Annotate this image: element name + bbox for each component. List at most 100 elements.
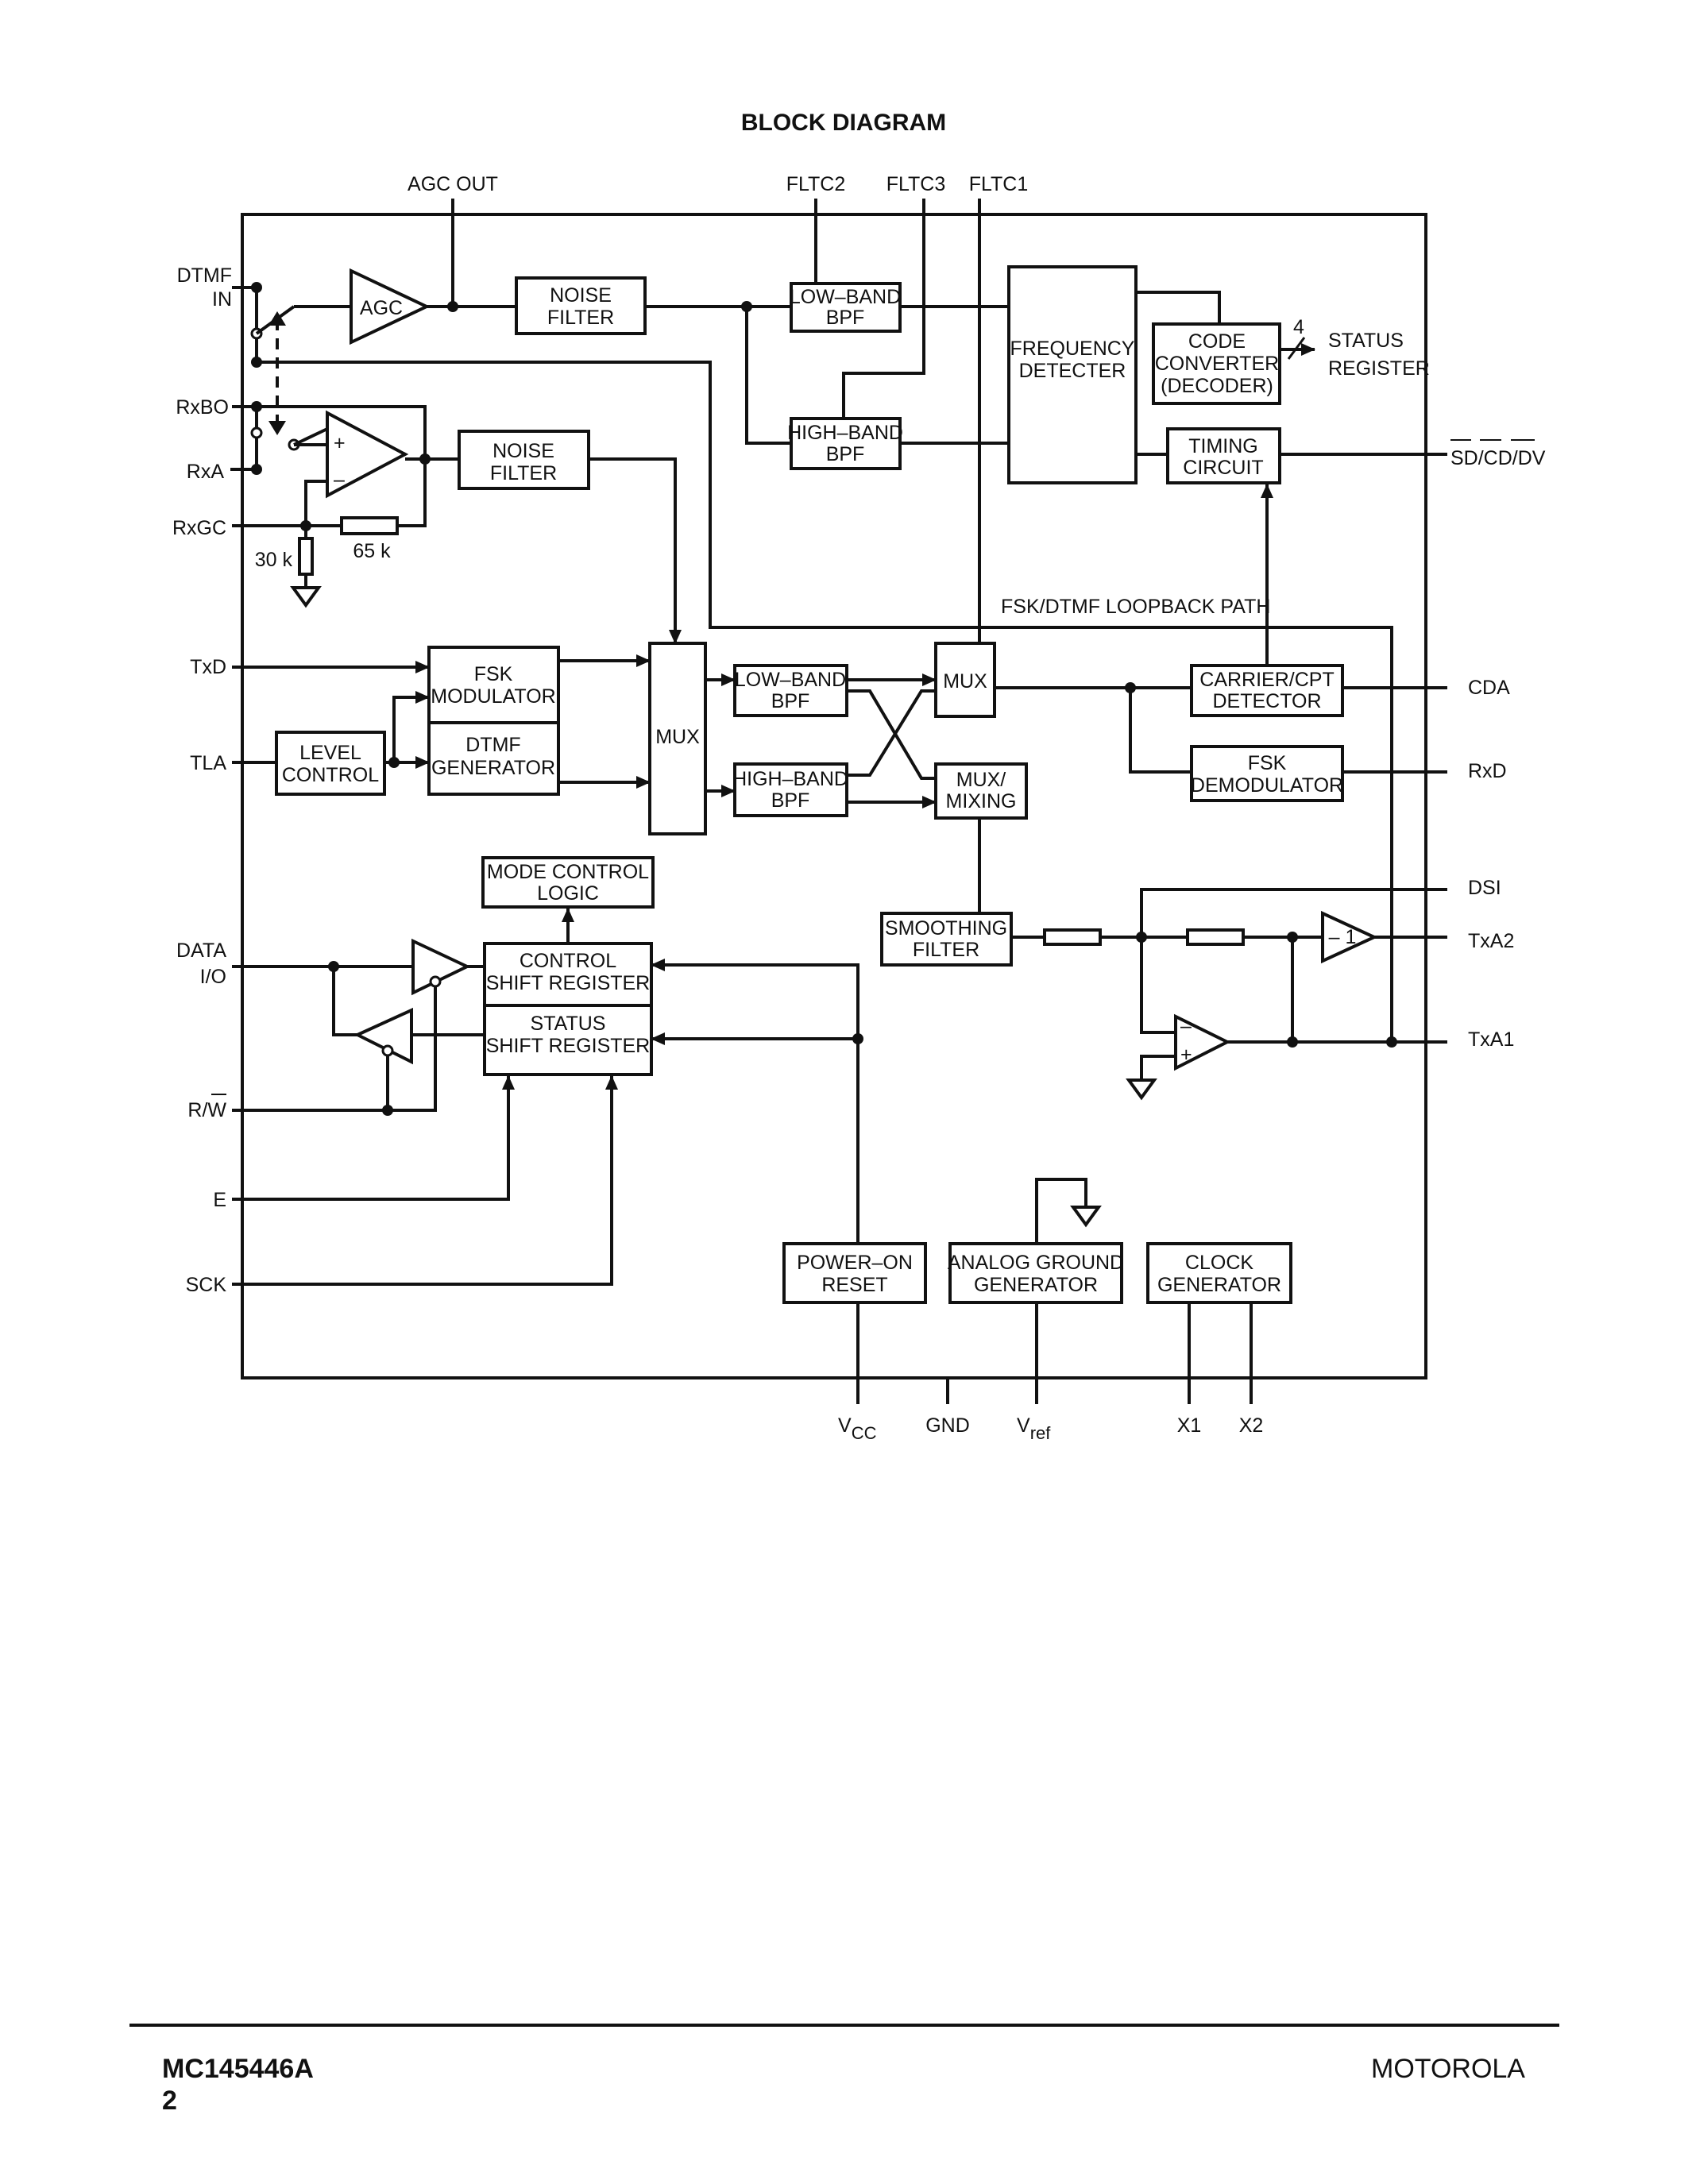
svg-text:CARRIER/CPT: CARRIER/CPT	[1199, 669, 1334, 691]
amp-agc	[350, 268, 431, 345]
block-status-shift-register: STATUS SHIFT REGISTER	[483, 1004, 653, 1076]
svg-text:BPF: BPF	[771, 690, 810, 712]
svg-text:POWER–ON: POWER–ON	[797, 1252, 913, 1274]
page-title: BLOCK DIAGRAM	[741, 110, 946, 136]
block-clock-generator: CLOCK GENERATOR	[1146, 1242, 1292, 1304]
svg-text:CLOCK: CLOCK	[1185, 1252, 1253, 1274]
block-high-band-bpf-tx: HIGH–BAND BPF	[732, 762, 848, 817]
footer-page-number: 2	[162, 2086, 177, 2116]
svg-text:GENERATOR: GENERATOR	[974, 1274, 1098, 1296]
pin-dsi: DSI	[1468, 877, 1501, 899]
res-65k-label: 65 k	[353, 540, 391, 562]
block-frequency-detecter: FREQUENCY DETECTER	[1007, 265, 1138, 484]
pin-fltc3: FLTC3	[886, 173, 946, 195]
opamp-tx-minus: –	[1180, 1015, 1192, 1037]
ground-symbol-3	[1070, 1206, 1102, 1228]
svg-text:MUX/: MUX/	[956, 769, 1006, 791]
svg-text:DETECTER: DETECTER	[1019, 360, 1126, 382]
pin-dtmf-in-line1: DTMF	[177, 264, 232, 287]
svg-text:STATUS: STATUS	[531, 1013, 606, 1035]
svg-text:FREQUENCY: FREQUENCY	[1010, 338, 1135, 360]
wire-por-to-ctrl	[651, 959, 859, 1244]
svg-text:MIXING: MIXING	[946, 790, 1017, 812]
svg-text:GENERATOR: GENERATOR	[431, 757, 555, 779]
svg-text:MUX: MUX	[943, 670, 987, 693]
svg-text:FSK: FSK	[1248, 752, 1287, 774]
amp-inverter	[1321, 910, 1378, 964]
block-power-on-reset: POWER–ON RESET	[782, 1242, 927, 1304]
pin-status-register-line1: STATUS	[1328, 330, 1404, 352]
wire-level-to-fsk	[392, 691, 430, 762]
svg-text:BPF: BPF	[826, 443, 865, 465]
pin-agc-out: AGC OUT	[408, 173, 498, 195]
svg-text:BPF: BPF	[771, 789, 810, 812]
footer-rule	[129, 2024, 1559, 2027]
svg-text:SHIFT REGISTER: SHIFT REGISTER	[486, 1035, 651, 1057]
pin-sck: SCK	[186, 1274, 227, 1296]
pin-gnd: GND	[925, 1414, 970, 1437]
wire-inv-in	[304, 480, 327, 538]
svg-text:MODULATOR: MODULATOR	[431, 685, 555, 708]
svg-text:DTMF: DTMF	[465, 734, 520, 756]
block-fsk-demodulator: FSK DEMODULATOR	[1190, 745, 1344, 802]
block-level-control: LEVEL CONTROL	[275, 731, 386, 796]
resistor-30k	[298, 537, 314, 576]
wire-ag-top	[1035, 1178, 1087, 1244]
block-low-band-bpf-rx: LOW–BAND BPF	[790, 282, 902, 333]
svg-text:DETECTOR: DETECTOR	[1212, 690, 1321, 712]
pin-txa2: TxA2	[1468, 930, 1514, 952]
opamp-tx	[1174, 1013, 1231, 1071]
svg-text:CIRCUIT: CIRCUIT	[1183, 457, 1263, 479]
agc-label: AGC	[360, 297, 403, 319]
wire-fltc3	[842, 199, 925, 419]
resistor-out-1	[1043, 928, 1102, 946]
footer-part-number: MC145446A	[162, 2054, 314, 2084]
svg-text:SMOOTHING: SMOOTHING	[885, 917, 1007, 940]
block-mux-rx: MUX	[934, 642, 996, 718]
block-low-band-bpf-tx: LOW–BAND BPF	[733, 664, 848, 717]
bus-width-label: 4	[1293, 316, 1304, 338]
svg-text:SHIFT REGISTER: SHIFT REGISTER	[486, 972, 651, 994]
svg-text:FILTER: FILTER	[490, 462, 557, 484]
block-noise-filter-2: NOISE FILTER	[458, 430, 590, 490]
wire-buffer-out	[332, 967, 357, 1036]
pin-data-io-line2: I/O	[200, 966, 226, 988]
pin-rxd: RxD	[1468, 760, 1507, 782]
wire-mux-to-fskdemod	[1129, 688, 1192, 774]
wire-sck	[232, 1075, 618, 1286]
footer-part-info: MC145446A 2	[162, 2053, 314, 2116]
resistor-out-2	[1186, 928, 1245, 946]
block-mux-tx: MUX	[648, 642, 707, 835]
wire-rxbo	[232, 405, 427, 459]
wire-lowbpf-to-mixing	[847, 689, 936, 780]
opamp-rx-plus: +	[334, 432, 346, 454]
block-high-band-bpf-rx: HIGH–BAND BPF	[787, 417, 903, 470]
pin-rw: R/W	[187, 1099, 226, 1121]
svg-text:LOGIC: LOGIC	[537, 882, 599, 905]
pin-rxgc: RxGC	[172, 517, 226, 539]
block-fsk-modulator: FSK MODULATOR	[427, 646, 560, 724]
opamp-rx	[326, 410, 409, 499]
pin-data-io-line1: DATA	[176, 940, 226, 962]
svg-text:LOW–BAND: LOW–BAND	[735, 669, 846, 691]
pin-sd-cd-dv: SD/CD/DV	[1450, 447, 1546, 469]
svg-text:HIGH–BAND: HIGH–BAND	[732, 768, 848, 790]
svg-text:HIGH–BAND: HIGH–BAND	[787, 422, 903, 444]
block-timing-circuit: TIMING CIRCUIT	[1166, 427, 1281, 484]
block-dtmf-generator: DTMF GENERATOR	[427, 721, 560, 796]
pin-tla: TLA	[190, 752, 226, 774]
pin-txa1: TxA1	[1468, 1028, 1514, 1051]
ground-symbol-2	[1126, 1078, 1157, 1101]
svg-text:MUX: MUX	[655, 726, 700, 748]
wire-split-high	[745, 307, 791, 445]
chip-boundary	[241, 213, 1427, 1379]
block-mux-mixing: MUX/ MIXING	[934, 762, 1028, 820]
pin-status-register-line2: REGISTER	[1328, 357, 1430, 380]
block-smoothing-filter: SMOOTHING FILTER	[880, 912, 1013, 967]
opamp-tx-plus: +	[1180, 1044, 1192, 1066]
pin-fltc2: FLTC2	[786, 173, 846, 195]
svg-text:CODE: CODE	[1188, 330, 1246, 353]
res-30k-label: 30 k	[255, 549, 293, 571]
opamp-rx-minus: –	[334, 469, 345, 491]
block-noise-filter-1: NOISE FILTER	[515, 276, 647, 335]
